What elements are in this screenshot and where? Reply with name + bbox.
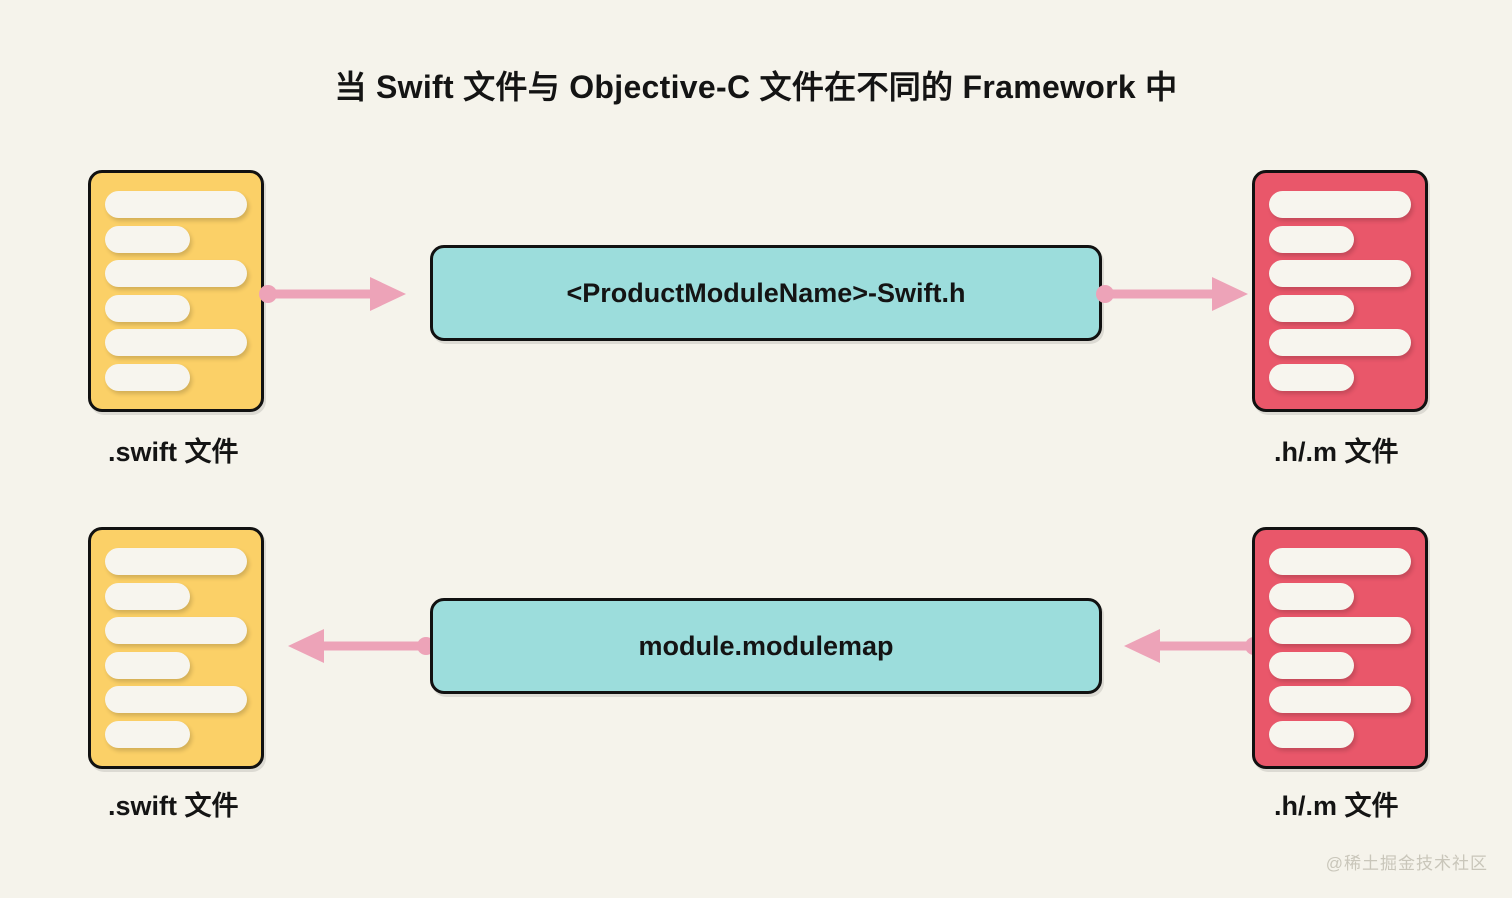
swift-file-card-top	[88, 170, 264, 412]
arrow-shaft	[1154, 641, 1254, 651]
file-line	[105, 260, 247, 288]
node-module-modulemap: module.modulemap	[430, 598, 1102, 694]
swift-file-card-top-caption: .swift 文件	[108, 437, 239, 467]
file-line	[1269, 225, 1355, 253]
file-line	[1269, 329, 1411, 357]
file-line	[1269, 617, 1411, 645]
arrow-node-to-swift-bottom	[288, 629, 435, 663]
objc-file-card-bottom	[1252, 527, 1428, 769]
arrow-shaft	[268, 289, 378, 299]
watermark: @稀土掘金技术社区	[1325, 854, 1488, 873]
arrow-head-icon	[288, 629, 324, 663]
page-title: 当 Swift 文件与 Objective-C 文件在不同的 Framework…	[334, 69, 1178, 105]
file-line	[1269, 260, 1411, 288]
file-line	[1269, 363, 1355, 391]
file-line	[105, 617, 247, 645]
node-product-module-name-swift-h: <ProductModuleName>-Swift.h	[430, 245, 1102, 341]
file-line	[1269, 548, 1411, 575]
objc-file-card-top-caption: .h/.m 文件	[1274, 437, 1399, 467]
node-label: <ProductModuleName>-Swift.h	[566, 277, 966, 308]
objc-file-card-top	[1252, 170, 1428, 412]
node-label: module.modulemap	[638, 630, 894, 661]
arrow-head-icon	[1212, 277, 1248, 311]
arrow-shaft	[318, 641, 426, 651]
arrow-head-icon	[1124, 629, 1160, 663]
swift-file-card-bottom-caption: .swift 文件	[108, 791, 239, 821]
file-line	[105, 294, 191, 322]
file-line	[105, 191, 247, 218]
arrow-head-icon	[370, 277, 406, 311]
file-line	[1269, 686, 1411, 714]
file-line	[105, 329, 247, 357]
file-line	[105, 225, 191, 253]
file-line	[105, 582, 191, 610]
file-line	[1269, 582, 1355, 610]
file-line	[105, 363, 191, 391]
file-line	[1269, 651, 1355, 679]
arrow-node-to-objc-top	[1096, 277, 1248, 311]
swift-file-card-bottom	[88, 527, 264, 769]
arrow-swift-to-node-top	[259, 277, 406, 311]
file-line	[105, 686, 247, 714]
arrow-shaft	[1105, 289, 1220, 299]
arrow-objc-to-node-bottom	[1124, 629, 1263, 663]
file-line	[105, 651, 191, 679]
file-line	[1269, 294, 1355, 322]
file-line	[105, 548, 247, 575]
objc-file-card-bottom-caption: .h/.m 文件	[1274, 791, 1399, 821]
file-line	[105, 720, 191, 748]
file-line	[1269, 191, 1411, 218]
file-line	[1269, 720, 1355, 748]
